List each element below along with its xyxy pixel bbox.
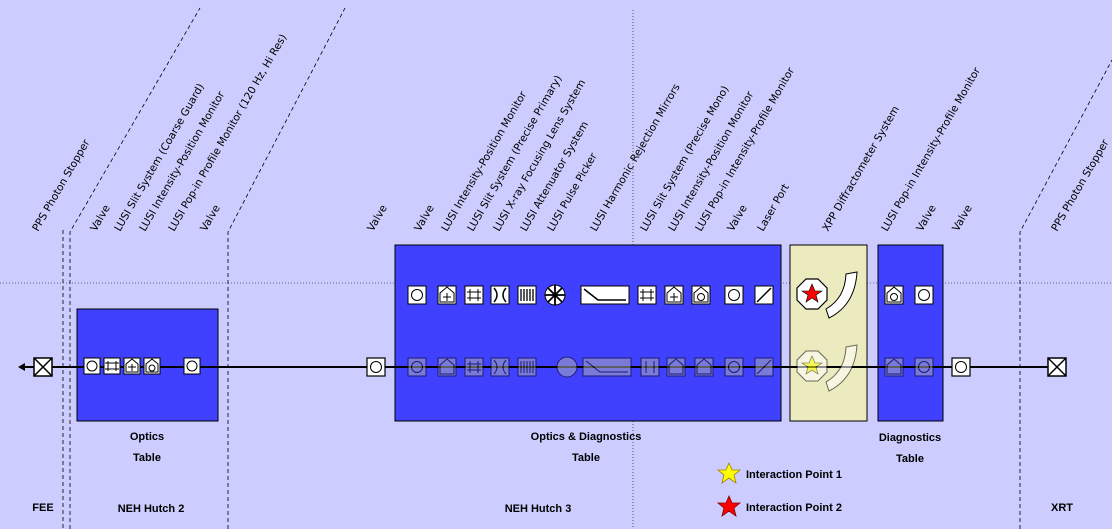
location-neh-hutch-2: NEH Hutch 2	[118, 503, 185, 515]
valve-icon	[407, 285, 427, 305]
valve-icon	[914, 285, 934, 305]
legend: Interaction Point 1 Interaction Point 2	[716, 461, 842, 517]
popin-monitor-icon	[143, 357, 161, 375]
valve-icon	[951, 357, 971, 377]
legend-ip2: Interaction Point 2	[746, 502, 842, 514]
valve-icon	[366, 357, 386, 377]
diffractometer-upper	[796, 271, 858, 319]
diagnostics-table-components	[884, 285, 934, 377]
ipm-icon	[664, 285, 684, 305]
label-valve: Valve	[412, 203, 437, 234]
label-valve: Valve	[88, 203, 113, 234]
label-laser-port: Laser Port	[755, 182, 792, 234]
optics-diagnostics-label-2: Table	[572, 452, 600, 464]
lens-icon	[490, 285, 510, 305]
star-ip1-icon	[716, 461, 742, 484]
ipm-icon	[437, 357, 457, 377]
diagnostics-table	[877, 244, 944, 422]
valve-icon	[407, 357, 427, 377]
lens-icon	[490, 357, 510, 377]
diagnostics-table-label-2: Table	[896, 453, 924, 465]
label-valve: Valve	[914, 203, 939, 234]
optics-diagnostics-label: Optics & Diagnostics	[531, 431, 642, 443]
label-valve: Valve	[365, 203, 390, 234]
label-pps-stopper: PPS Photon Stopper	[30, 137, 93, 234]
star-ip2-icon	[716, 494, 742, 517]
component-labels: PPS Photon Stopper Valve LUSI Slit Syste…	[30, 32, 1112, 233]
slit-icon	[640, 357, 660, 377]
optics-table-label-2: Table	[133, 452, 161, 464]
slit-icon	[464, 285, 484, 305]
valve-icon	[183, 357, 201, 375]
optics-diagnostics-table	[394, 244, 782, 422]
laser-port-icon	[754, 285, 774, 305]
valve-icon	[724, 285, 744, 305]
section-dividers	[62, 7, 1112, 529]
popin-monitor-icon	[691, 285, 711, 305]
optics-diagnostics-lower-row	[407, 356, 774, 378]
pulse-picker-icon	[544, 284, 566, 306]
valve-icon	[914, 357, 934, 377]
optics-diagnostics-upper-row	[407, 284, 774, 306]
ipm-icon	[123, 357, 141, 375]
laser-port-icon	[754, 357, 774, 377]
slit-icon	[464, 357, 484, 377]
pulse-picker-icon	[556, 356, 578, 378]
diffractometer-lower	[796, 344, 858, 392]
ipm-icon	[437, 285, 457, 305]
pps-stopper-left-icon	[33, 357, 53, 377]
valve-icon	[724, 357, 744, 377]
label-popin-120: LUSI Pop-in Profile Monitor (120 Hz, Hi …	[166, 32, 289, 233]
valve-icon	[83, 357, 101, 375]
star-ip2-icon	[801, 283, 823, 303]
mirror-icon	[580, 285, 630, 305]
optics-table-components	[83, 357, 201, 375]
label-valve: Valve	[198, 203, 223, 234]
label-pps-stopper: PPS Photon Stopper	[1049, 137, 1112, 234]
diagnostics-table-label: Diagnostics	[879, 432, 941, 444]
attenuator-icon	[517, 357, 537, 377]
beam-arrow	[18, 363, 25, 371]
slit-icon	[103, 357, 121, 375]
diffractometer-box	[789, 244, 868, 422]
ipm-icon	[666, 357, 686, 377]
label-harmonic-mirrors: LUSI Harmonic Rejection Mirrors	[588, 82, 682, 234]
attenuator-icon	[517, 285, 537, 305]
popin-monitor-icon	[884, 357, 904, 377]
legend-ip1: Interaction Point 1	[746, 469, 842, 481]
popin-monitor-icon	[694, 357, 714, 377]
location-xrt: XRT	[1051, 502, 1073, 514]
location-neh-hutch-3: NEH Hutch 3	[505, 503, 572, 515]
popin-monitor-icon	[884, 285, 904, 305]
optics-table-label: Optics	[130, 431, 164, 443]
mirror-icon	[582, 357, 632, 377]
pps-stopper-right-icon	[1047, 357, 1067, 377]
location-fee: FEE	[32, 502, 53, 514]
slit-icon	[637, 285, 657, 305]
label-valve: Valve	[725, 203, 750, 234]
star-ip1-icon	[801, 355, 823, 375]
label-valve: Valve	[950, 203, 975, 234]
